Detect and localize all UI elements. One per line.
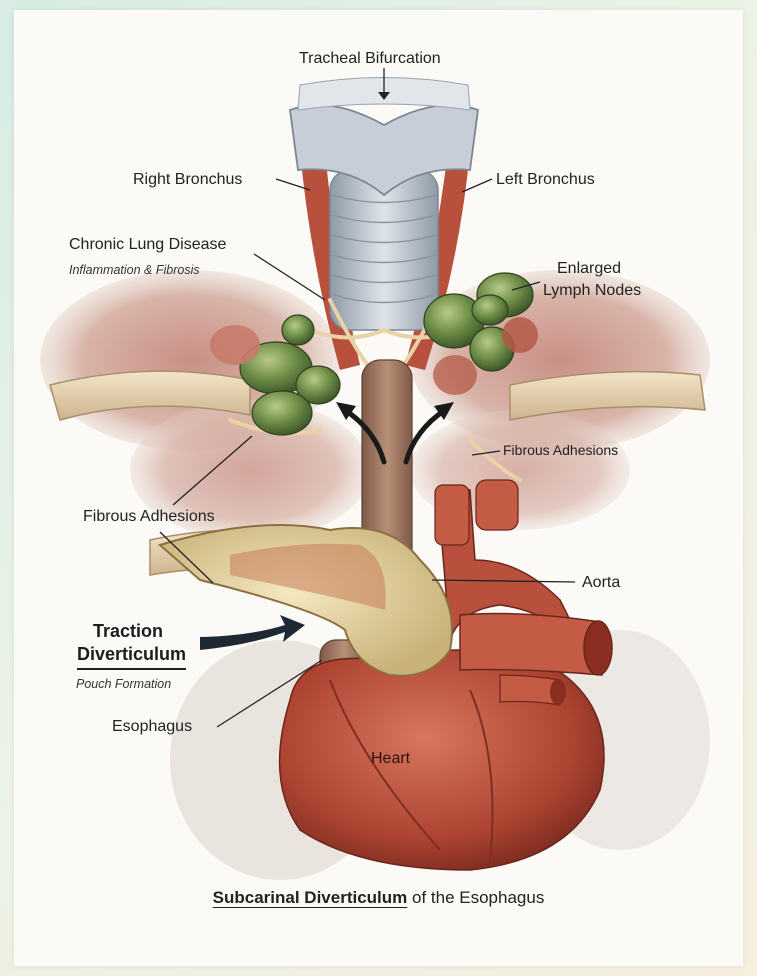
- caption-bold: Subcarinal Diverticulum: [213, 888, 408, 907]
- label-fibrous-adhesions-left: Fibrous Adhesions: [83, 508, 215, 526]
- figure-caption: Subcarinal Diverticulum of the Esophagus: [0, 888, 757, 908]
- label-inflammation-fibrosis: Inflammation & Fibrosis: [69, 264, 200, 278]
- label-aorta: Aorta: [582, 574, 620, 592]
- label-fibrous-adhesions-right: Fibrous Adhesions: [503, 443, 618, 458]
- label-esophagus: Esophagus: [112, 718, 192, 736]
- label-left-bronchus: Left Bronchus: [496, 171, 595, 189]
- label-traction: Traction: [93, 622, 163, 642]
- label-tracheal-bifurcation: Tracheal Bifurcation: [299, 50, 441, 68]
- label-right-bronchus: Right Bronchus: [133, 171, 242, 189]
- label-chronic-lung-disease: Chronic Lung Disease: [69, 236, 226, 254]
- label-lymph-nodes: Lymph Nodes: [543, 282, 641, 300]
- label-enlarged: Enlarged: [557, 260, 621, 278]
- caption-rest: of the Esophagus: [407, 888, 544, 907]
- label-heart: Heart: [371, 750, 410, 768]
- label-pouch-formation: Pouch Formation: [76, 678, 171, 692]
- label-diverticulum: Diverticulum: [77, 645, 186, 670]
